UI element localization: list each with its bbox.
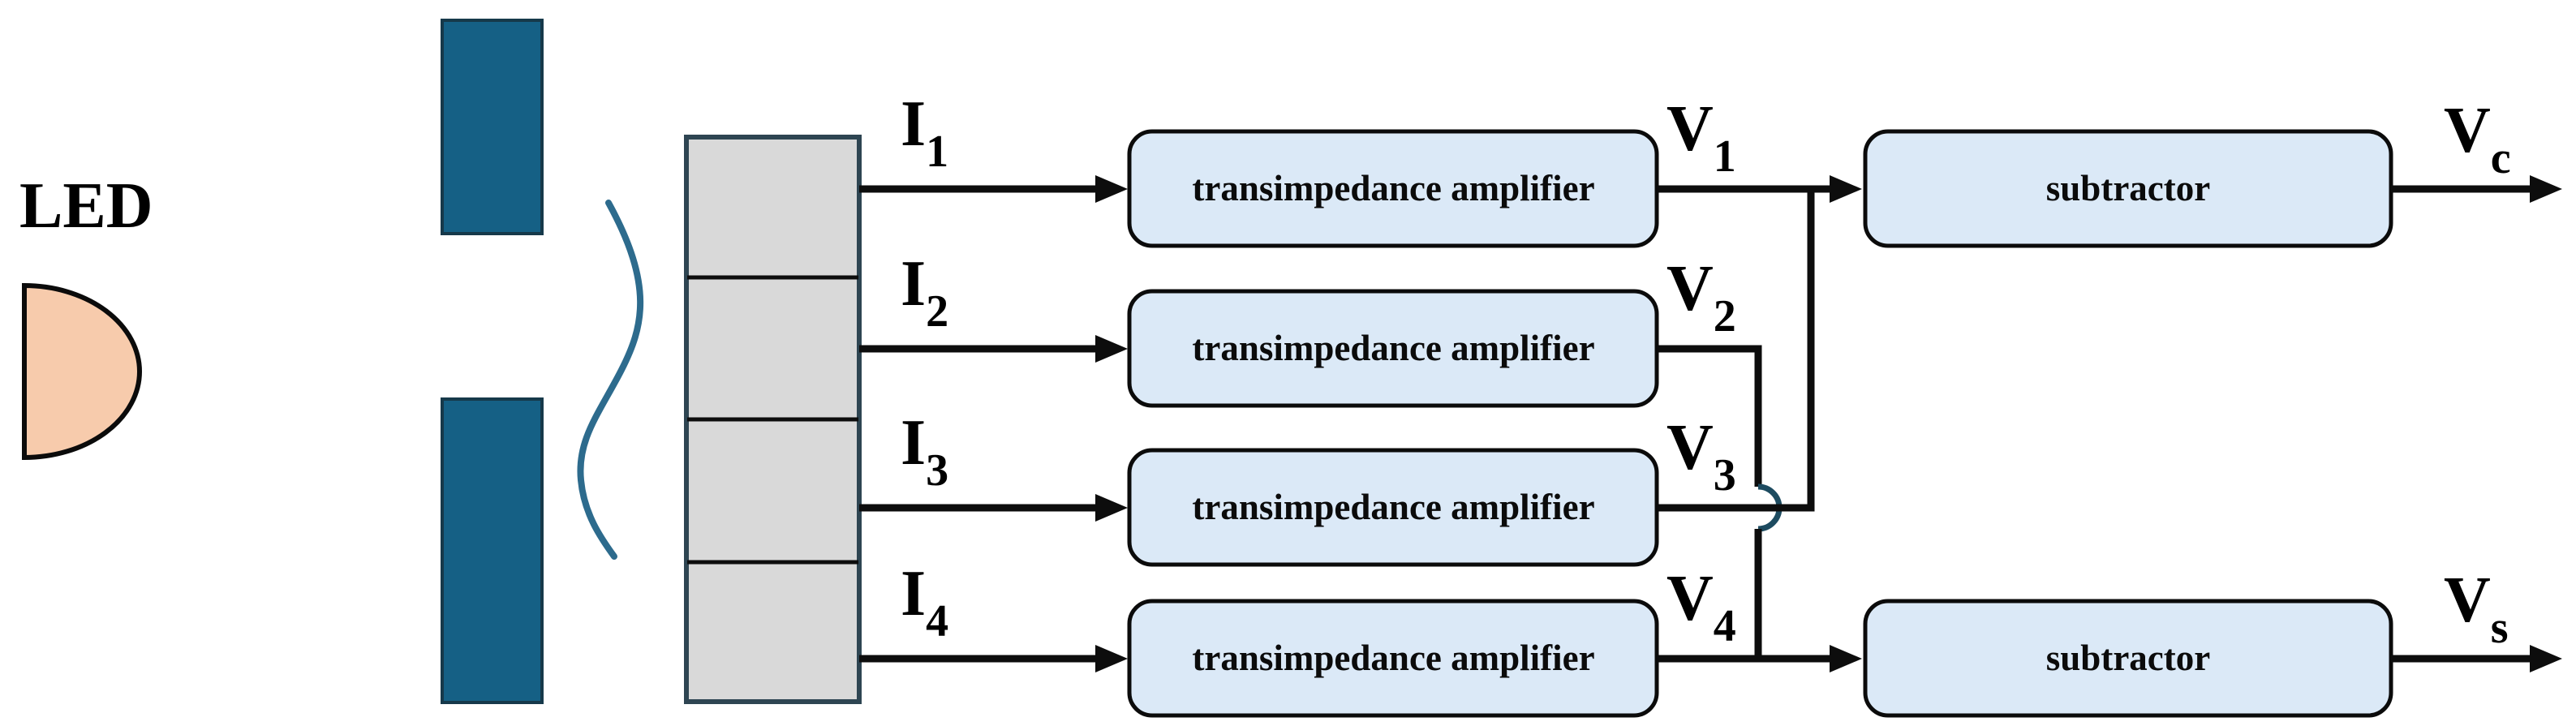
tia-box-1	[1127, 129, 1659, 248]
tia-box-4	[1127, 599, 1659, 718]
tia-box-3	[1127, 448, 1659, 567]
arrowhead-i1	[1095, 175, 1128, 203]
lens-curve-icon	[577, 200, 644, 560]
slit-bottom-bar	[441, 397, 544, 704]
arrowhead-i2	[1095, 335, 1128, 363]
slit-top-bar	[441, 19, 544, 235]
tia-box-2	[1127, 289, 1659, 408]
subtractor-box-1	[1863, 129, 2393, 248]
arrowhead-i4	[1095, 645, 1128, 672]
wire-v2	[1657, 345, 1762, 487]
led-shape-icon	[22, 282, 142, 461]
subtractor-box-2	[1863, 599, 2393, 718]
arrowhead-vs	[2530, 645, 2562, 672]
arrowhead-i3	[1095, 494, 1128, 522]
arrowhead-vc	[2530, 175, 2562, 203]
arrowhead-subtractor2	[1830, 645, 1862, 672]
wire-v3	[1657, 189, 1815, 512]
arrowhead-subtractor1	[1830, 175, 1862, 203]
